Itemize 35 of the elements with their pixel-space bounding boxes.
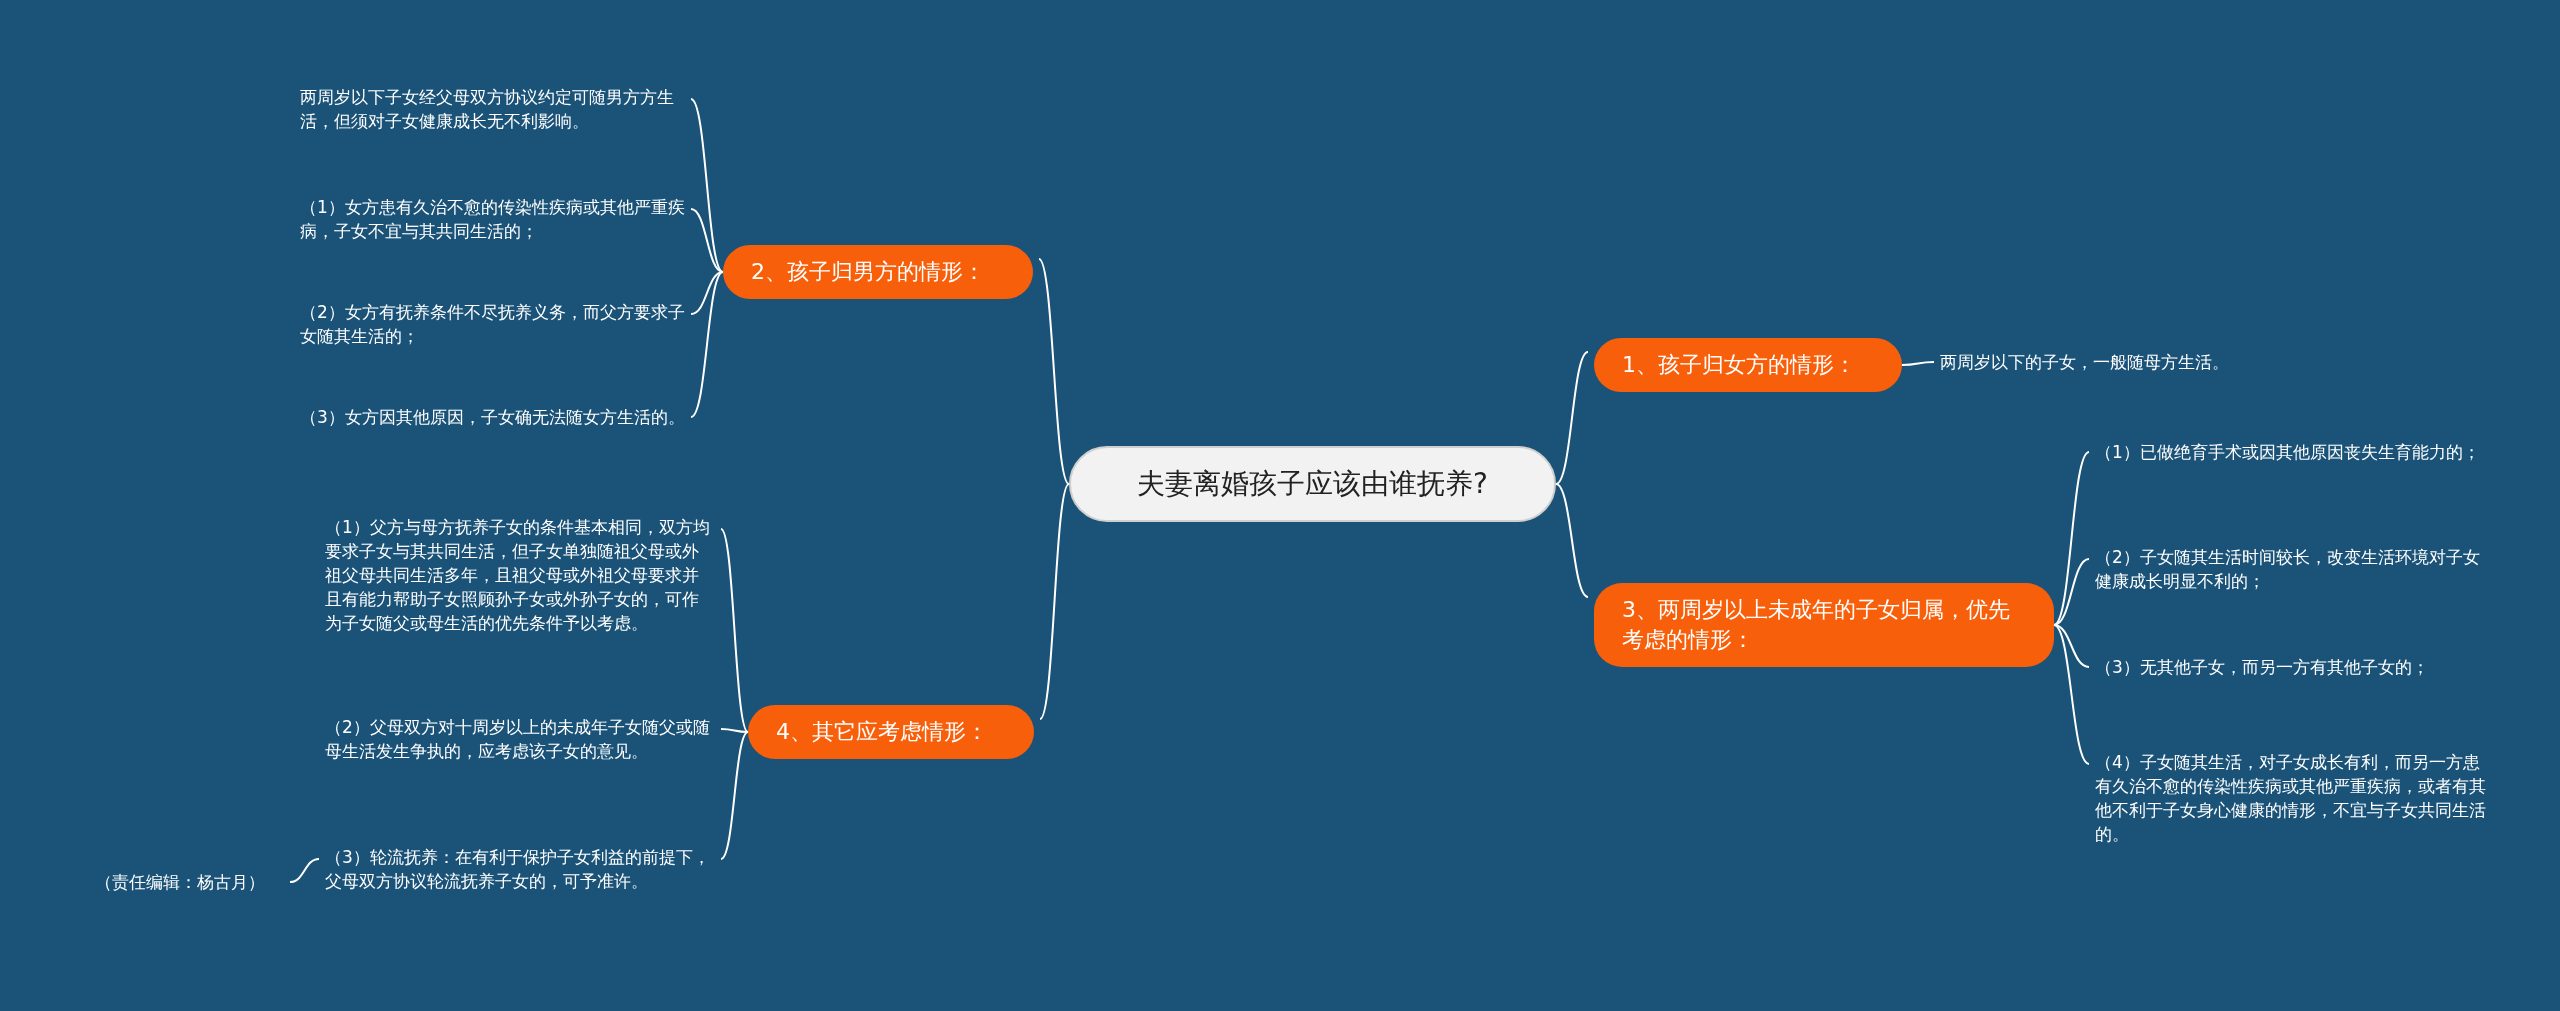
branch-topic: 3、两周岁以上未成年的子女归属，优先考虑的情形： — [1594, 583, 2054, 667]
topic-text: （2）父母双方对十周岁以上的未成年子女随父或随母生活发生争执的，应考虑该子女的意见。 — [325, 715, 715, 763]
topic-text: （3）无其他子女，而另一方有其他子女的； — [2095, 655, 2495, 679]
connector-line — [1038, 258, 1070, 485]
connector-line — [289, 858, 320, 883]
branch-topic: 1、孩子归女方的情形： — [1594, 338, 1902, 392]
central-topic: 夫妻离婚孩子应该由谁抚养? — [1069, 446, 1556, 522]
branch-topic: 4、其它应考虑情形： — [748, 705, 1034, 759]
connector-line — [1039, 483, 1070, 720]
topic-text: 两周岁以下子女经父母双方协议约定可随男方方生活，但须对子女健康成长无不利影响。 — [300, 85, 685, 133]
connector-line — [1555, 351, 1589, 485]
connector-line — [690, 98, 724, 273]
topic-text: （3）女方因其他原因，子女确无法随女方生活的。 — [300, 405, 685, 429]
connector-line — [2053, 558, 2090, 626]
connector-line — [690, 271, 724, 418]
topic-text: （4）子女随其生活，对子女成长有利，而另一方患有久治不愈的传染性疾病或其他严重疾病，或者有其他不利于子女身心健康的情形，不宜与子女共同生活的。 — [2095, 750, 2495, 846]
connector-line — [690, 271, 724, 315]
topic-text: （3）轮流抚养：在有利于保护子女利益的前提下，父母双方协议轮流抚养子女的，可予准许。 — [325, 845, 715, 893]
topic-text: （1）父方与母方抚养子女的条件基本相同，双方均要求子女与其共同生活，但子女单独随祖父母或外祖父母共同生活多年，且祖父母或外祖父母要求并且有能力帮助子女照顾孙子女或外孙子女的，可作为子女随父或母生活的优先条件予以考虑。 — [325, 515, 715, 635]
connector-line — [1555, 483, 1589, 598]
topic-text: （责任编辑：杨古月） — [95, 870, 290, 894]
connector-line — [2053, 624, 2090, 668]
connector-line — [2053, 451, 2090, 626]
connector-line — [720, 731, 749, 860]
connector-line — [720, 728, 749, 733]
connector-line — [1901, 361, 1935, 366]
branch-topic: 2、孩子归男方的情形： — [723, 245, 1033, 299]
topic-text: （1）已做绝育手术或因其他原因丧失生育能力的； — [2095, 440, 2495, 464]
connector-line — [2053, 624, 2090, 765]
connector-line — [690, 208, 724, 273]
topic-text: （2）子女随其生活时间较长，改变生活环境对子女健康成长明显不利的； — [2095, 545, 2495, 593]
connector-line — [720, 528, 749, 733]
topic-text: （1）女方患有久治不愈的传染性疾病或其他严重疾病，子女不宜与其共同生活的； — [300, 195, 685, 243]
topic-text: 两周岁以下的子女，一般随母方生活。 — [1940, 350, 2300, 374]
topic-text: （2）女方有抚养条件不尽抚养义务，而父方要求子女随其生活的； — [300, 300, 685, 348]
